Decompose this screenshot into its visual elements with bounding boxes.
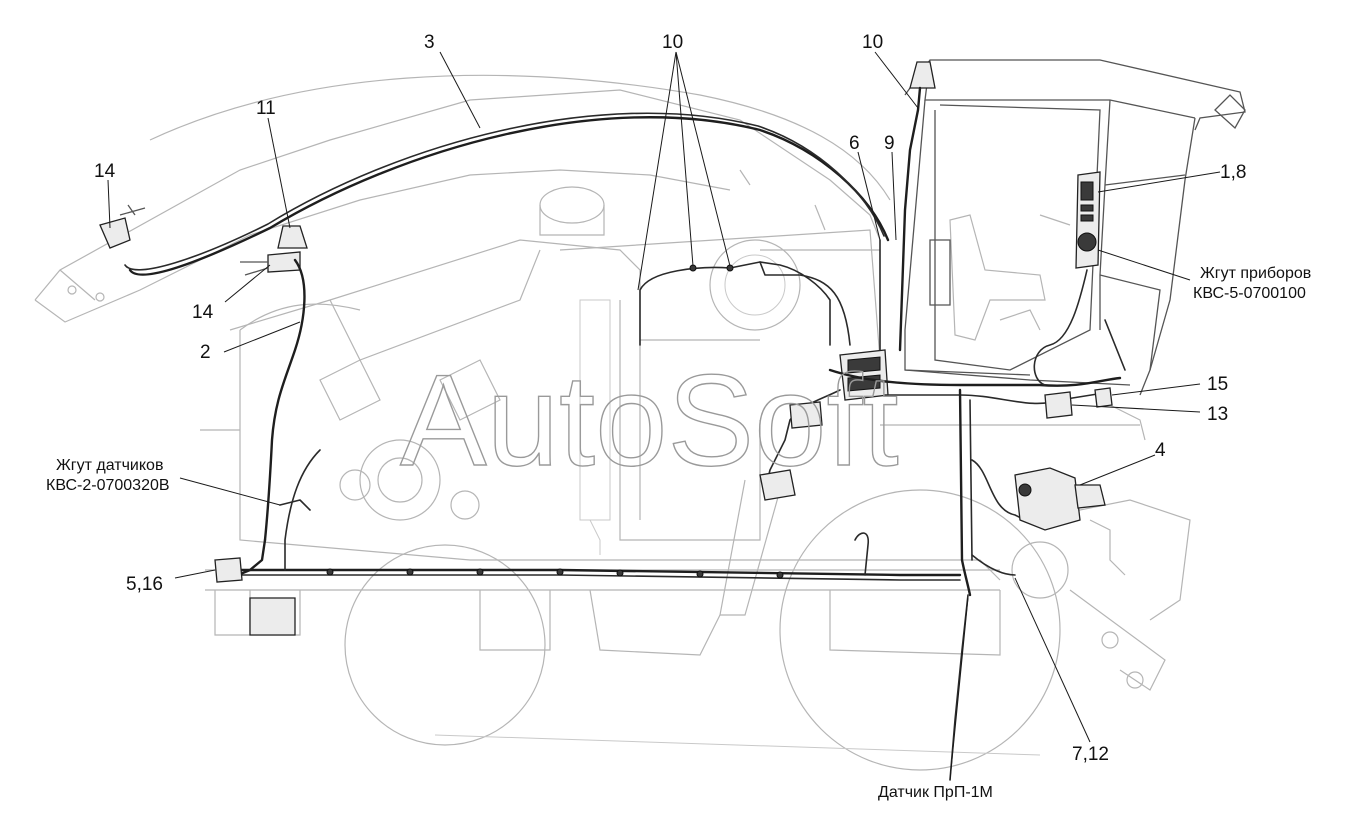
note-instrument-harness-line2: КВС-5-0700100 [1193, 285, 1306, 302]
harness-lines [124, 86, 1126, 781]
callout-2: 2 [200, 342, 211, 363]
callout-10-right: 10 [862, 32, 883, 53]
callout-5-16: 5,16 [126, 574, 163, 595]
operator-cab [904, 59, 1246, 396]
callout-13: 13 [1207, 404, 1228, 425]
callout-4: 4 [1155, 440, 1166, 461]
callout-1-8: 1,8 [1220, 162, 1246, 183]
note-sensor-harness-line1: Жгут датчиков [56, 457, 163, 474]
header-components [67, 169, 826, 302]
callout-11: 11 [256, 98, 276, 119]
header-sensor-upper [99, 217, 131, 249]
battery [249, 597, 296, 636]
harness-3 [128, 116, 890, 276]
callout-15: 15 [1207, 374, 1228, 395]
callout-14-lower: 14 [192, 302, 214, 323]
callout-9: 9 [884, 133, 895, 154]
connector-13-15 [1044, 391, 1073, 419]
leader-lines [107, 51, 1221, 781]
connector-5-16 [214, 557, 243, 583]
harness-bottom [228, 568, 962, 577]
instrument-console [1075, 171, 1101, 269]
harness-2 [263, 258, 306, 542]
machine-outline [34, 74, 1191, 771]
note-sensor: Датчик ПрП-1М [878, 784, 993, 801]
callout-14-upper: 14 [94, 161, 116, 182]
note-sensor-harness-line2: КВС-2-0700320В [46, 477, 170, 494]
callout-3: 3 [424, 32, 435, 53]
callouts: 3 10 10 11 14 14 2 6 9 1,8 15 13 4 5,16 … [46, 32, 1311, 801]
callout-6: 6 [849, 133, 860, 154]
callout-7-12: 7,12 [1072, 744, 1109, 765]
valve-block-4 [1014, 467, 1081, 531]
note-instrument-harness-line1: Жгут приборов [1200, 265, 1311, 282]
callout-10-left: 10 [662, 32, 683, 53]
roof-beacon [909, 61, 936, 89]
header-lamp [277, 225, 308, 249]
watermark: AutoSoft [400, 347, 899, 493]
harness-9 [898, 86, 922, 352]
